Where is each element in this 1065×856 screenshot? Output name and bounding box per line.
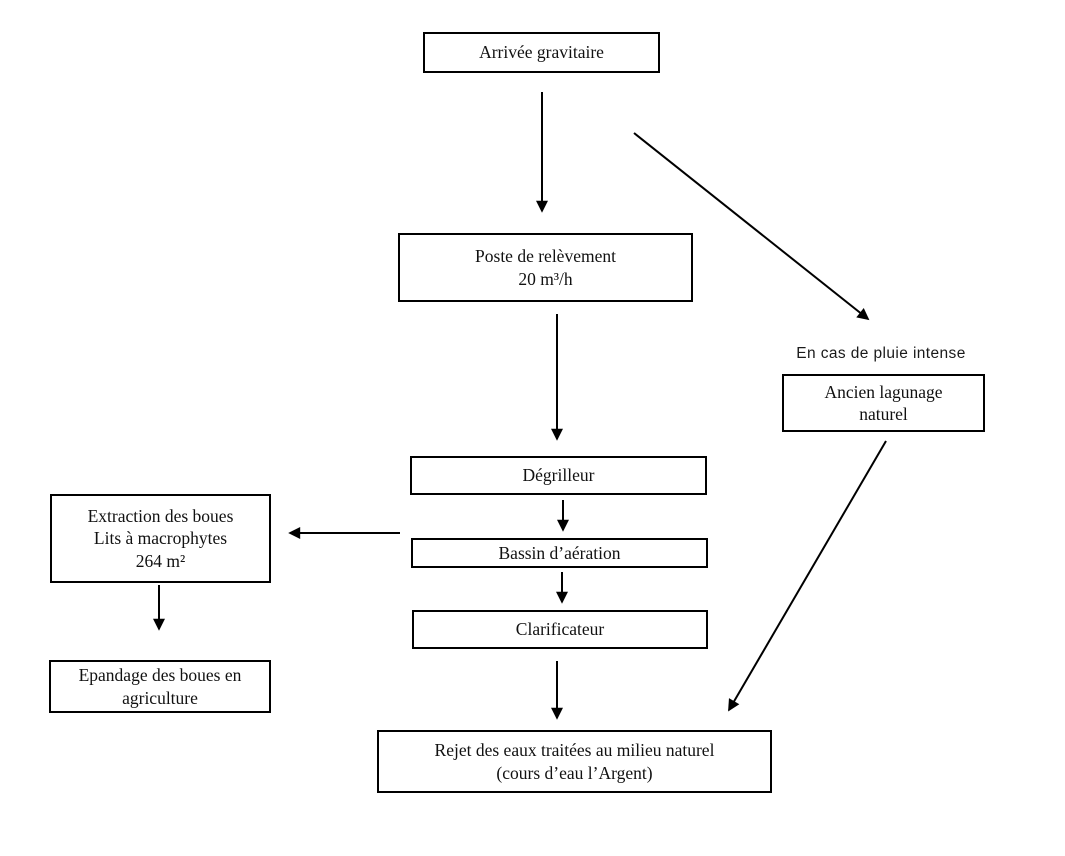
node-poste-relevement: Poste de relèvement 20 m³/h [398,233,693,302]
node-clarificateur: Clarificateur [412,610,708,649]
node-label: Rejet des eaux traitées au milieu nature… [434,740,715,761]
node-rejet-eaux: Rejet des eaux traitées au milieu nature… [377,730,772,793]
node-label: Arrivée gravitaire [479,42,604,63]
node-label: naturel [859,404,908,424]
node-epandage-boues: Epandage des boues en agriculture [49,660,271,713]
node-label: (cours d’eau l’Argent) [496,762,653,783]
node-bassin-aeration: Bassin d’aération [411,538,708,568]
node-ancien-lagunage: Ancien lagunage naturel [782,374,985,432]
node-label: 20 m³/h [518,268,573,289]
arrow-lagunage-to-rejet [728,440,887,712]
node-label: Extraction des boues [87,505,234,526]
node-label: Ancien lagunage [824,381,943,402]
node-label: Lits à macrophytes [93,528,228,549]
edge-label-pluie-intense: En cas de pluie intense [796,345,966,362]
node-label: 264 m² [135,550,186,571]
node-extraction-boues: Extraction des boues Lits à macrophytes … [50,494,271,583]
node-label: Clarificateur [515,619,605,640]
node-arrivee-gravitaire: Arrivée gravitaire [423,32,660,73]
node-label: agriculture [122,687,198,708]
node-label: Poste de relèvement [475,246,616,267]
node-label: Epandage des boues en [78,665,242,686]
node-degrilleur: Dégrilleur [410,456,707,495]
node-label: Bassin d’aération [498,542,621,563]
node-label: Dégrilleur [522,465,595,486]
